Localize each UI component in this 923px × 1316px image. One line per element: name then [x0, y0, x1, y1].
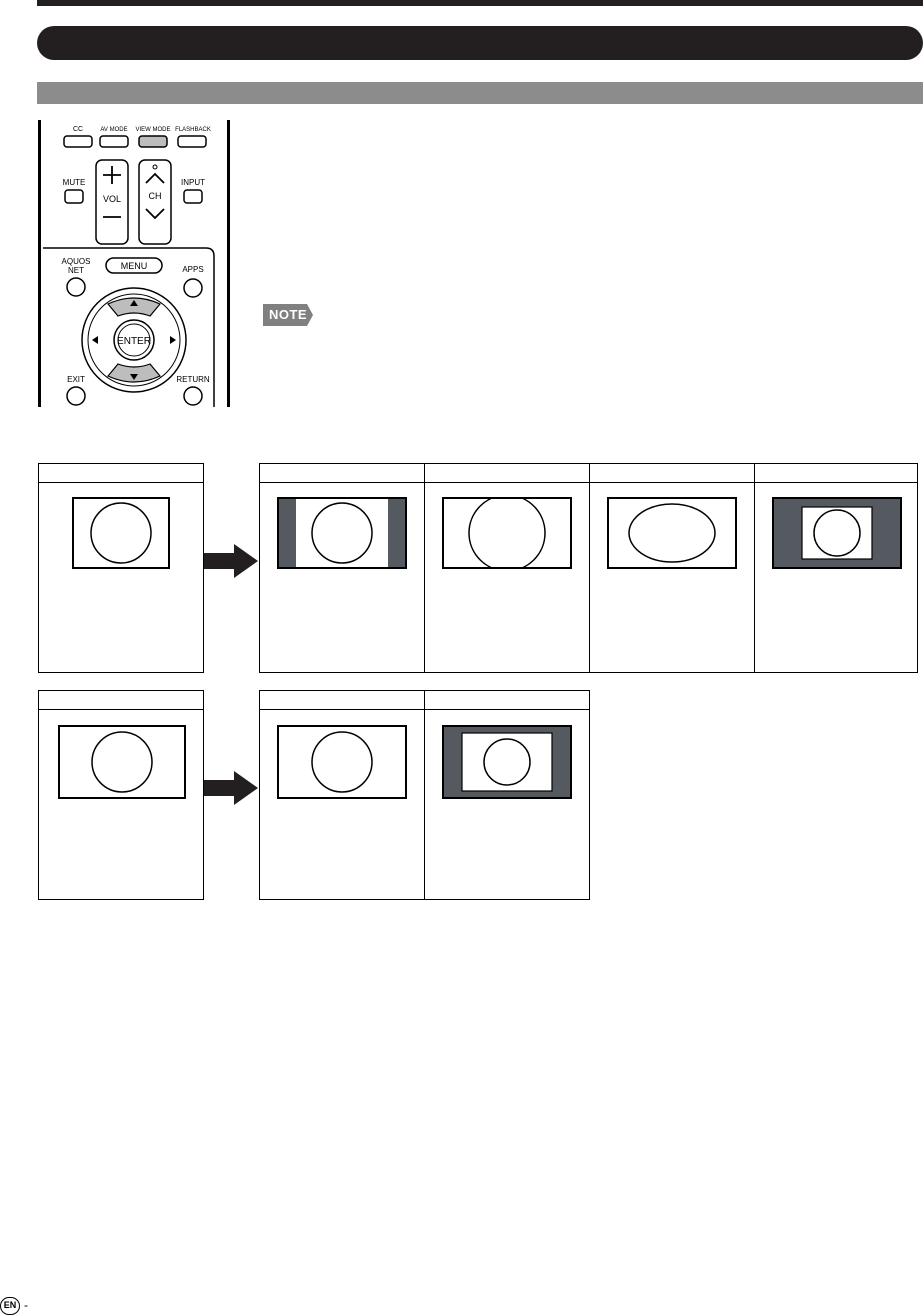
screen-thumbnail — [72, 497, 170, 569]
screen-thumbnail — [607, 497, 737, 569]
apps-button[interactable]: APPS — [182, 265, 204, 298]
panel-header — [260, 464, 424, 483]
page-title-bar — [37, 26, 923, 60]
page-number-separator: - — [24, 1298, 28, 1312]
svg-text:CC: CC — [73, 126, 83, 133]
panel-header — [425, 691, 589, 710]
note-badge: NOTE — [263, 304, 313, 326]
svg-text:AQUOS: AQUOS — [62, 257, 91, 266]
down-arrow-icon — [130, 374, 138, 380]
channel-rocker[interactable]: CH — [138, 159, 172, 245]
mode-panel-4 — [754, 463, 918, 673]
view-mode-button[interactable]: VIEW MODE — [135, 127, 171, 148]
flashback-button[interactable]: FLASHBACK — [175, 127, 211, 148]
svg-text:VOL: VOL — [103, 194, 121, 204]
svg-text:INPUT: INPUT — [181, 178, 205, 187]
section-heading-bar — [37, 82, 923, 104]
svg-text:NET: NET — [68, 266, 84, 275]
mode-panel-2 — [424, 463, 590, 673]
panel-header — [39, 464, 203, 483]
screen-thumbnail — [277, 725, 407, 799]
svg-text:CH: CH — [149, 191, 162, 201]
left-arrow-icon — [92, 336, 98, 344]
screen-thumbnail — [277, 497, 407, 569]
up-arrow-icon — [130, 300, 138, 306]
input-button[interactable]: INPUT — [181, 178, 205, 204]
screen-thumbnail — [442, 725, 572, 799]
mode-panel-6 — [424, 690, 590, 900]
panel-header — [590, 464, 754, 483]
panel-header — [425, 464, 589, 483]
source-panel-4-3 — [38, 463, 204, 673]
screen-thumbnail — [58, 725, 186, 799]
enter-button[interactable]: ENTER — [113, 319, 155, 361]
right-arrow-icon — [204, 544, 258, 578]
svg-text:VIEW MODE: VIEW MODE — [135, 127, 170, 133]
av-mode-button[interactable]: AV MODE — [99, 127, 129, 148]
exit-button[interactable]: EXIT — [66, 375, 86, 406]
screen-thumbnail — [442, 497, 572, 569]
mode-panel-3 — [589, 463, 755, 673]
panel-header — [755, 464, 917, 483]
language-badge: EN — [0, 1297, 20, 1315]
panel-header — [39, 691, 203, 710]
aquos-net-button[interactable]: AQUOS NET — [62, 257, 91, 297]
mode-panel-1 — [259, 463, 425, 673]
screen-thumbnail — [772, 497, 902, 569]
right-arrow-icon — [170, 336, 176, 344]
mode-panel-5 — [259, 690, 425, 900]
top-rule — [37, 0, 923, 6]
return-button[interactable]: RETURN — [176, 375, 210, 406]
right-arrow-icon — [204, 771, 258, 805]
svg-text:AV MODE: AV MODE — [100, 127, 127, 133]
cc-button[interactable]: CC — [63, 126, 93, 148]
svg-text:MUTE: MUTE — [63, 178, 86, 187]
svg-text:MENU: MENU — [121, 261, 148, 271]
remote-control-illustration: CC AV MODE VIEW MODE FLASHBACK MUTE VOL — [38, 120, 230, 407]
mute-button[interactable]: MUTE — [63, 178, 86, 204]
svg-text:EXIT: EXIT — [67, 375, 85, 384]
svg-text:RETURN: RETURN — [176, 375, 210, 384]
source-panel-16-9 — [38, 690, 204, 900]
volume-rocker[interactable]: VOL — [95, 159, 129, 245]
menu-button[interactable]: MENU — [105, 257, 163, 274]
svg-text:FLASHBACK: FLASHBACK — [175, 127, 211, 133]
panel-header — [260, 691, 424, 710]
svg-text:ENTER: ENTER — [117, 336, 151, 347]
svg-text:APPS: APPS — [182, 265, 203, 274]
